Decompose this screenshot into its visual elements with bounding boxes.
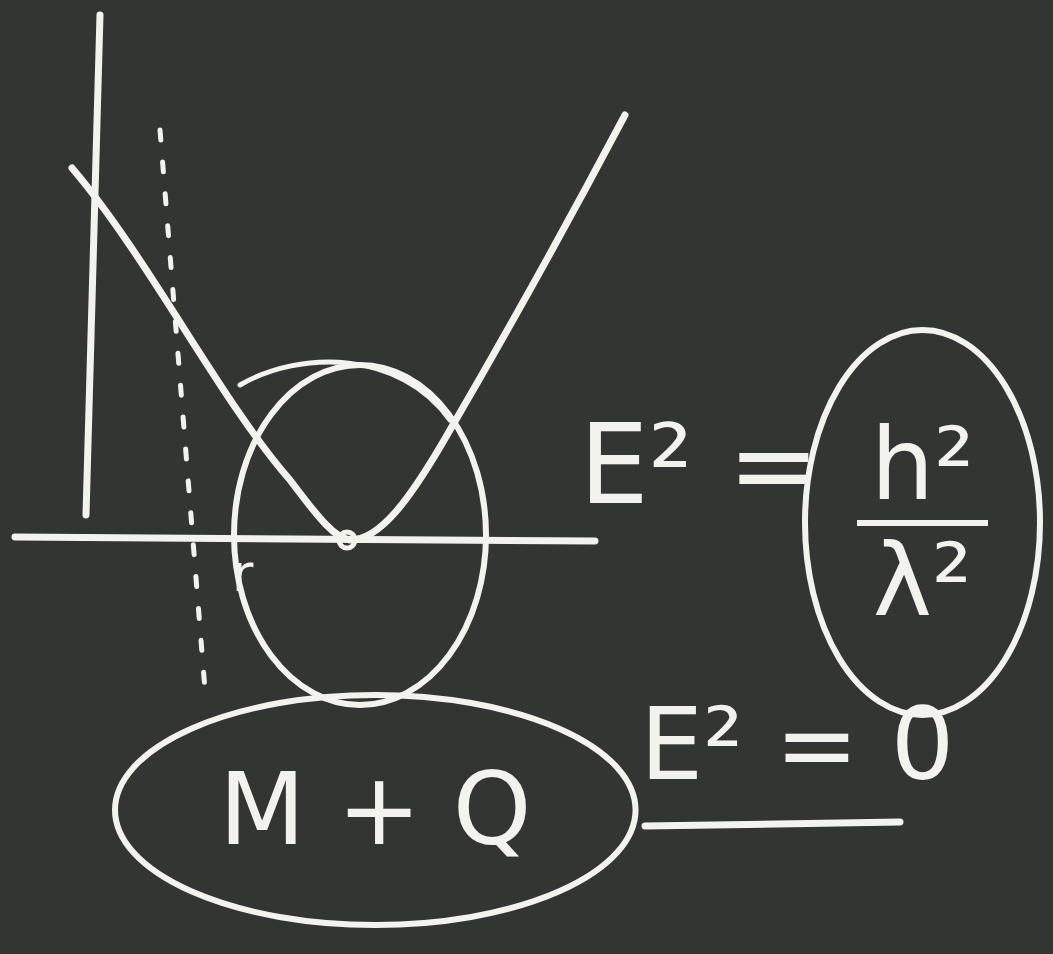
circled-term: M + Q (110, 690, 641, 930)
potential-curve (72, 115, 625, 540)
axis-label: r (232, 545, 253, 602)
dashed-line (160, 130, 205, 690)
horizontal-axis (15, 537, 595, 541)
circled-fraction: h²λ² (800, 325, 1045, 720)
equation-text: E² = (579, 405, 820, 526)
vertical-axis (86, 15, 100, 515)
numerator: h² (857, 410, 988, 526)
underline (645, 822, 900, 826)
minimum-dot (339, 532, 355, 548)
node-text: M + Q (205, 755, 545, 865)
orbit-circle (234, 365, 486, 705)
chalk-ellipse (805, 330, 1040, 715)
equation-text: E² = 0 (640, 690, 954, 800)
chalk-ellipse (115, 695, 636, 925)
denominator: λ² (859, 526, 986, 636)
